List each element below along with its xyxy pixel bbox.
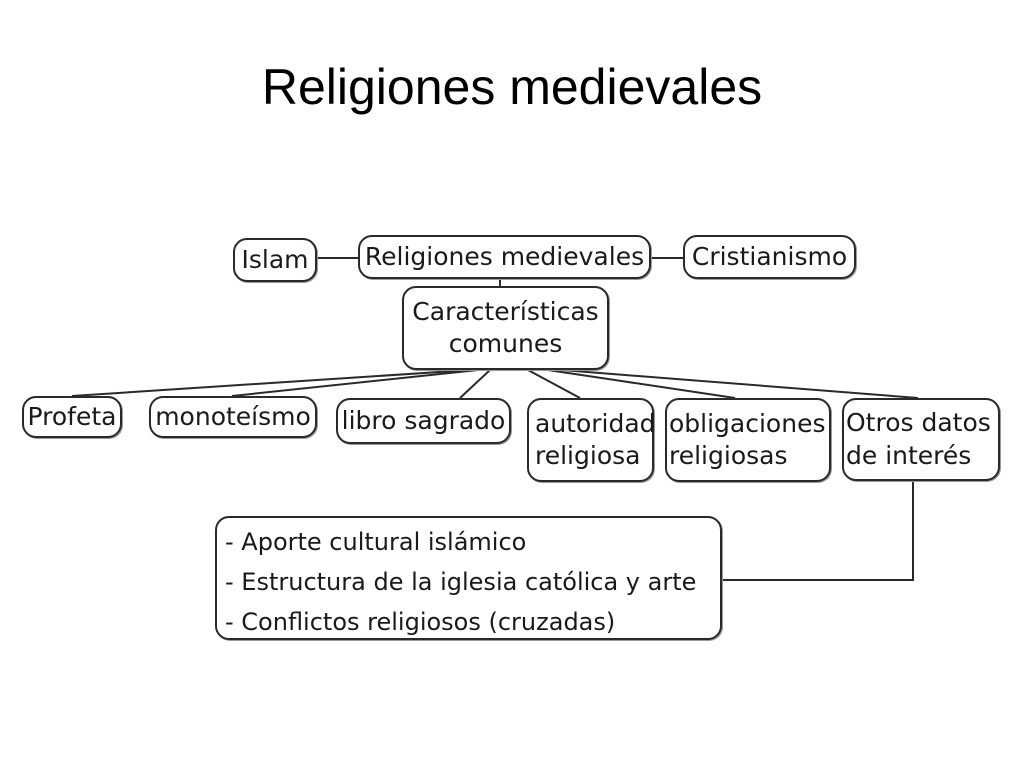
- node-monoteismo: monoteísmo: [149, 396, 317, 438]
- node-profeta: Profeta: [22, 396, 122, 438]
- node-root-label: Religiones medievales: [364, 241, 645, 271]
- connector-common-monoteismo: [231, 369, 479, 397]
- note-item: - Aporte cultural islámico: [225, 528, 527, 556]
- node-libro-label: libro sagrado: [341, 405, 506, 435]
- connector-common-profeta: [71, 369, 471, 397]
- node-caracteristicas-comunes: Características comunes: [402, 286, 609, 370]
- node-monoteismo-label: monoteísmo: [155, 401, 311, 431]
- node-otros-line1: Otros datos: [846, 408, 991, 437]
- node-otros-datos: Otros datos de interés: [842, 398, 1000, 481]
- node-autoridad-line1: autoridad: [535, 408, 656, 438]
- node-autoridad-line2: religiosa: [535, 441, 641, 470]
- node-cristianismo-label: Cristianismo: [691, 241, 848, 271]
- node-obligaciones-line2: religiosas: [669, 441, 788, 470]
- note-item: - Estructura de la iglesia católica y ar…: [225, 568, 697, 596]
- node-islam: Islam: [233, 238, 317, 282]
- note-item: - Conflictos religiosos (cruzadas): [225, 608, 616, 636]
- node-islam-label: Islam: [241, 244, 309, 274]
- slide-title: Religiones medievales: [261, 59, 763, 115]
- node-common-line1: Características: [412, 296, 599, 326]
- node-common-line2: comunes: [448, 329, 563, 358]
- connector-common-otros: [561, 369, 919, 399]
- node-obligaciones-line1: obligaciones: [669, 408, 826, 438]
- notes-box: - Aporte cultural islámico - Estructura …: [215, 516, 722, 640]
- connector-common-autoridad: [527, 369, 581, 399]
- connector-common-obligaciones: [547, 369, 736, 399]
- connector-otros-notes: [722, 481, 914, 581]
- node-profeta-label: Profeta: [27, 401, 117, 431]
- node-libro-sagrado: libro sagrado: [336, 398, 511, 444]
- node-obligaciones-religiosas: obligaciones religiosas: [665, 398, 831, 482]
- node-religiones-medievales: Religiones medievales: [358, 235, 651, 279]
- node-autoridad-religiosa: autoridad religiosa: [527, 398, 656, 482]
- connector-common-libro: [459, 369, 491, 399]
- node-cristianismo: Cristianismo: [683, 235, 856, 279]
- node-otros-line2: de interés: [846, 440, 972, 470]
